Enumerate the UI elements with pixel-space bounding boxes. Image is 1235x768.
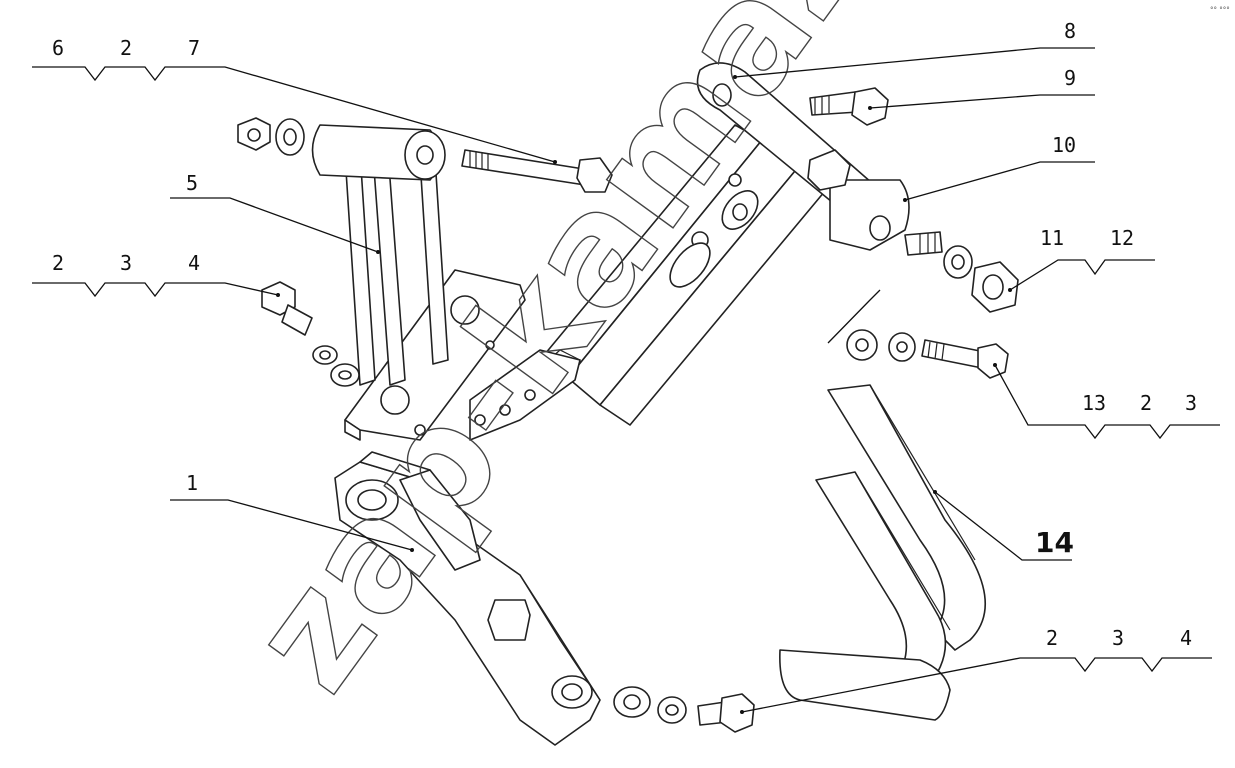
callout-label: 2 [1140, 391, 1152, 415]
callout-10: 10 [903, 133, 1095, 202]
callout-2-3-4-left: 2 3 4 [32, 251, 280, 298]
upper-right-linkage [696, 62, 1019, 379]
callout-label: 2 [52, 251, 64, 275]
upper-left-assembly [237, 117, 613, 441]
callout-label: 3 [120, 251, 132, 275]
callout-9: 9 [868, 66, 1095, 110]
callout-6-2-7: 6 2 7 [32, 36, 557, 164]
callout-label: 14 [1035, 526, 1074, 559]
part-1-arm [334, 451, 601, 746]
alignment-line [827, 289, 881, 344]
callout-2-3-4-right: 2 3 4 [740, 626, 1212, 714]
callout-label: 2 [1046, 626, 1058, 650]
callout-label: 7 [188, 36, 200, 60]
part-14-u-pedal [779, 384, 987, 721]
lower-right-bolt-assembly [613, 686, 755, 733]
callout-label: 3 [1185, 391, 1197, 415]
callout-label: 8 [1064, 19, 1076, 43]
callout-label: 10 [1052, 133, 1076, 157]
callout-8: 8 [733, 19, 1095, 79]
callout-label: 1 [186, 471, 198, 495]
callout-14: 14 [933, 490, 1074, 561]
callout-label: 4 [188, 251, 200, 275]
corner-mark: °° °°° [1210, 6, 1230, 14]
callout-11-12: 11 12 [1008, 226, 1155, 292]
callout-label: 12 [1110, 226, 1134, 250]
callout-label: 2 [120, 36, 132, 60]
callout-13-2-3: 13 2 3 [993, 363, 1220, 440]
callout-5: 5 [170, 171, 380, 254]
callout-label: 6 [52, 36, 64, 60]
callout-label: 11 [1040, 226, 1064, 250]
callout-label: 13 [1082, 391, 1106, 415]
callout-label: 9 [1064, 66, 1076, 90]
callout-label: 3 [1112, 626, 1124, 650]
callout-label: 5 [186, 171, 198, 195]
callout-1: 1 [170, 471, 414, 552]
callout-label: 4 [1180, 626, 1192, 650]
